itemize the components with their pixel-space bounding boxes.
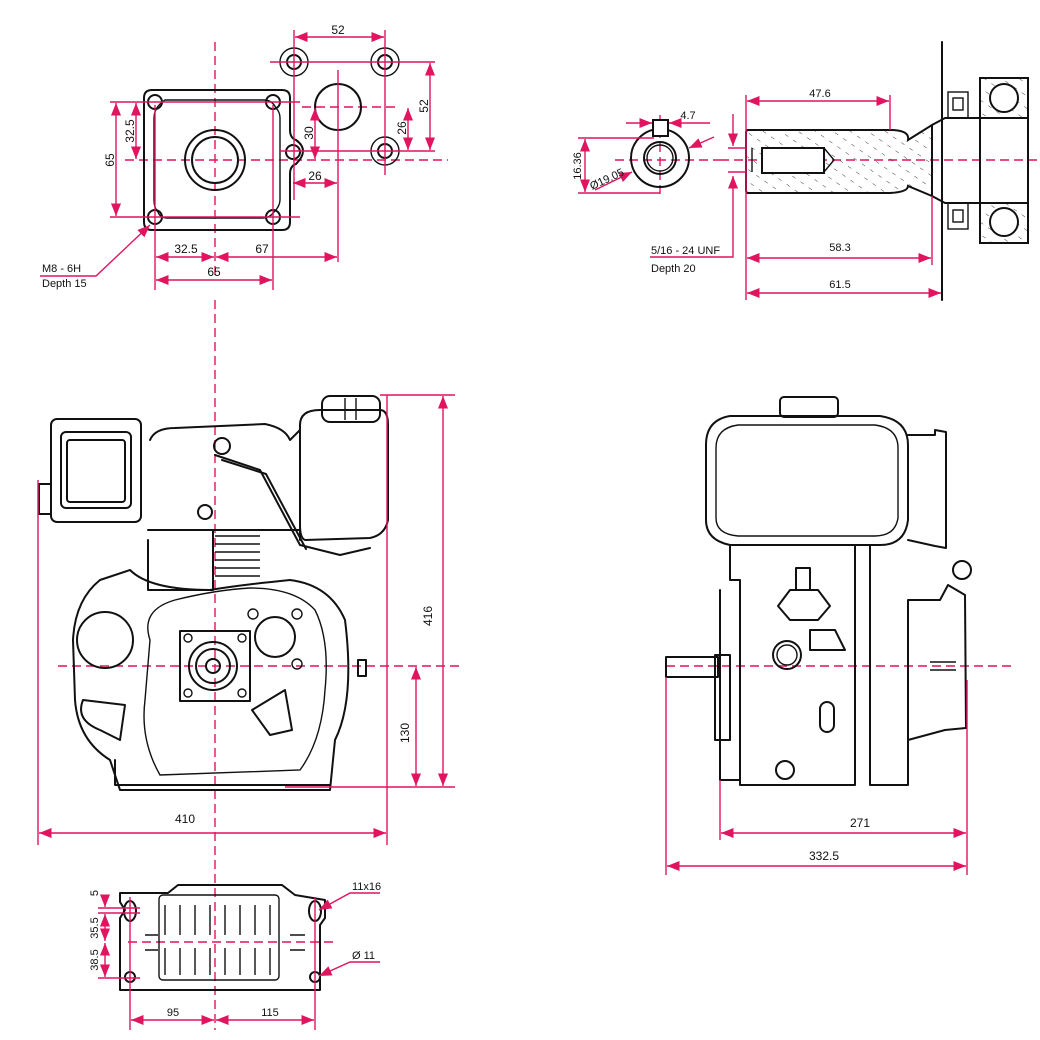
side-output-shaft: [665, 656, 719, 678]
fuel-line: [214, 454, 371, 556]
bolt-hole: [285, 144, 301, 160]
base-ribs: [145, 905, 305, 975]
dim-key-width: 4.7: [680, 110, 695, 122]
flange-thread-spec: M8 - 6H: [42, 263, 81, 275]
dim-61-5: 61.5: [829, 279, 850, 291]
fuel-tank: [299, 409, 389, 541]
air-cleaner: [50, 418, 142, 523]
hole-leader: [318, 961, 380, 977]
slot-leader: [318, 892, 380, 911]
front-view: 410 416 130: [37, 300, 460, 1030]
base-plate: [119, 884, 326, 991]
dim-115: 115: [261, 1007, 279, 1019]
dim-67-bottom: 67: [255, 242, 269, 256]
side-fuel-tank: [705, 415, 909, 546]
dim-65-bottom: 65: [207, 265, 221, 279]
fuel-cap: [321, 395, 381, 423]
shaft-thread-spec: 5/16 - 24 UNF: [651, 245, 720, 257]
slot-size-label: 11x16: [352, 881, 381, 893]
dim-38-5: 38.5: [89, 949, 101, 970]
dim-32-5-bottom: 32.5: [174, 242, 198, 256]
pto-flange: [179, 630, 251, 702]
dim-58-3: 58.3: [829, 242, 850, 254]
flange-detail-view: 52 52 26 30 26 65 32.5 32.5 67 65 M8 - 6…: [40, 23, 448, 290]
side-muffler: [907, 429, 947, 549]
shaft-thread-leader: [650, 176, 739, 258]
flange-thread-depth: Depth 15: [42, 278, 87, 290]
hole-diameter-label: Ø 11: [352, 950, 375, 962]
dim-52-top: 52: [331, 23, 345, 37]
dim-332-5: 332.5: [809, 849, 839, 863]
dim-35-5: 35.5: [89, 917, 101, 938]
side-view: 271 332.5: [665, 396, 1015, 875]
dim-95: 95: [167, 1007, 179, 1019]
dim-130: 130: [398, 723, 412, 743]
dim-26-horizontal: 26: [308, 169, 322, 183]
dim-32-5-left: 32.5: [123, 119, 137, 143]
cooling-fins: [215, 535, 260, 577]
dim-410: 410: [175, 812, 195, 826]
flange-bore-inner: [191, 136, 239, 184]
base-view: 5 35.5 38.5 95 115 11x16 Ø 11: [89, 881, 381, 1030]
flange-inner-outline: [153, 99, 281, 219]
flange-bore-outer: [184, 129, 246, 191]
side-fuel-cap: [779, 396, 839, 418]
dim-271: 271: [850, 816, 870, 830]
flange-plate: [143, 89, 304, 231]
shaft-end-bore: [643, 141, 677, 175]
dim-30: 30: [302, 126, 316, 140]
threaded-bore: [761, 147, 825, 174]
crankcase: [72, 569, 350, 791]
keyway: [652, 119, 669, 137]
shaft-detail-view: 4.7 16.36 Ø19.05 47.6 58.3 61.5 5/16 - 2…: [572, 41, 1040, 301]
dim-diameter: Ø19.05: [588, 167, 626, 193]
cylinder-head: [149, 423, 301, 541]
dim-26-right: 26: [395, 121, 409, 135]
dim-416: 416: [421, 606, 435, 626]
dim-52-right: 52: [417, 99, 431, 113]
dim-47-6: 47.6: [809, 88, 830, 100]
dim-16-36: 16.36: [572, 152, 584, 180]
dim-65-left: 65: [103, 153, 117, 167]
thread-leader: [40, 224, 151, 277]
shaft-thread-depth: Depth 20: [651, 263, 696, 275]
dim-5: 5: [89, 890, 101, 896]
